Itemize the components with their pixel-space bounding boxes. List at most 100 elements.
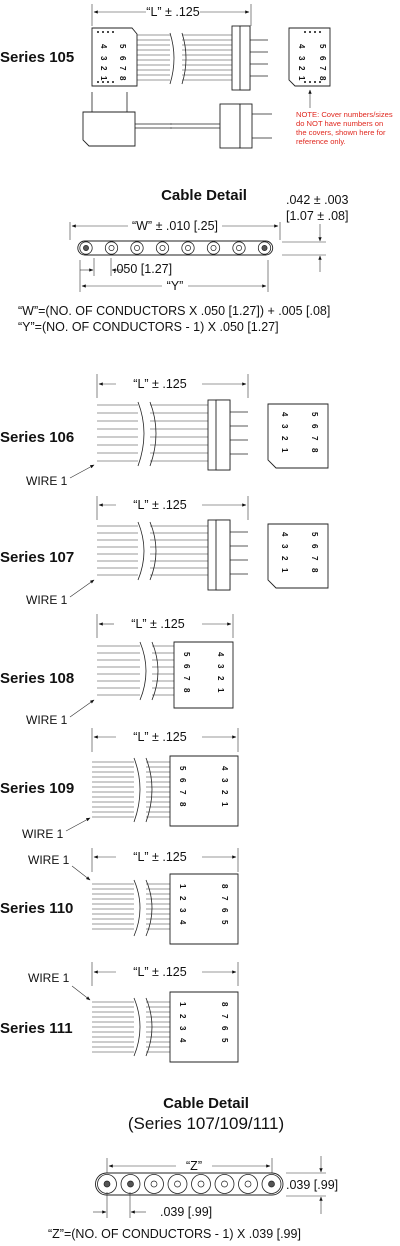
- conductor-core: [268, 1180, 275, 1188]
- svg-text:4: 4: [220, 766, 229, 771]
- series-105-label: Series 105: [0, 49, 74, 66]
- svg-text:5: 5: [178, 766, 187, 771]
- dim-l-106: “L” ± .125: [133, 377, 186, 391]
- cable-detail-2-subtitle: (Series 107/109/111): [128, 1114, 284, 1133]
- cover-107: [267, 523, 329, 589]
- conductor-core: [261, 245, 268, 251]
- wire-1-label-109: WIRE 1: [22, 827, 64, 841]
- cover-110: [169, 873, 239, 945]
- side-view-105-right: [170, 103, 272, 149]
- svg-text:2: 2: [280, 556, 289, 561]
- svg-text:5: 5: [118, 44, 127, 49]
- svg-text:2: 2: [297, 66, 306, 71]
- conductor-core: [134, 245, 140, 251]
- svg-text:3: 3: [297, 56, 306, 61]
- connector-106: [207, 399, 248, 471]
- dim-thickness-1-metric: [1.07 ± .08]: [286, 209, 348, 223]
- cover-105-right-dots: [304, 31, 321, 83]
- cable-detail-2: Cable Detail (Series 107/109/111) “Z” .0…: [48, 1095, 338, 1241]
- dim-thickness-1: .042 ± .003: [286, 193, 349, 207]
- cover-106: [267, 403, 329, 469]
- ribbon-cable-107: [97, 521, 208, 581]
- wire-1-arrow: [69, 699, 95, 718]
- svg-text:8: 8: [118, 76, 127, 81]
- connector-107: [207, 519, 248, 591]
- dim-y: “Y”: [167, 279, 184, 293]
- svg-text:7: 7: [310, 436, 319, 441]
- conductor-core: [221, 1180, 228, 1188]
- dim-w: “W” ± .010 [.25]: [132, 219, 218, 233]
- svg-text:6: 6: [220, 1026, 229, 1031]
- dim-pitch-1: .050 [1.27]: [113, 262, 172, 276]
- ribbon-cable-106: [97, 401, 208, 467]
- svg-text:1: 1: [99, 76, 108, 81]
- wire-1-arrow: [71, 985, 91, 1001]
- dim-l-108: “L” ± .125: [131, 617, 184, 631]
- svg-text:8: 8: [178, 802, 187, 807]
- wire-1-label-111: WIRE 1: [28, 971, 70, 985]
- conductor-core: [197, 1180, 205, 1188]
- series-111-section: Series 111 WIRE 1 “L” ± .125 1 2 3: [0, 962, 239, 1063]
- conductor-core: [83, 245, 89, 251]
- ribbon-cable-110: [92, 879, 170, 937]
- svg-text:7: 7: [118, 66, 127, 71]
- dim-l-110: “L” ± .125: [133, 850, 186, 864]
- cover-106-numbers: 4 3 2 1 5 6 7 8: [280, 412, 319, 453]
- svg-text:reference only.: reference only.: [296, 137, 346, 146]
- series-107-section: Series 107 “L” ± .125 4 3 2 1: [0, 496, 329, 607]
- svg-text:7: 7: [178, 790, 187, 795]
- conductor-core: [127, 1180, 134, 1188]
- svg-text:6: 6: [220, 908, 229, 913]
- svg-text:6: 6: [118, 56, 127, 61]
- side-view-105-left: [82, 92, 172, 147]
- series-107-label: Series 107: [0, 549, 74, 566]
- svg-text:5: 5: [220, 1038, 229, 1043]
- wire-1-arrow: [69, 464, 95, 479]
- svg-text:2: 2: [99, 66, 108, 71]
- series-109-section: Series 109 “L” ± .125 5 6 7 8 4: [0, 728, 239, 841]
- svg-text:6: 6: [318, 56, 327, 61]
- cover-110-numbers: 1 2 3 4 8 7 6 5: [178, 884, 229, 925]
- ribbon-cable-108: [97, 641, 174, 701]
- dim-thickness-2: .039 [.99]: [286, 1178, 338, 1192]
- svg-text:3: 3: [178, 1026, 187, 1031]
- series-106-label: Series 106: [0, 429, 74, 446]
- dim-l-107: “L” ± .125: [133, 498, 186, 512]
- dim-l-109: “L” ± .125: [133, 730, 186, 744]
- cable-cross-section-2: [95, 1172, 284, 1196]
- cover-105-right: [288, 27, 331, 87]
- svg-text:4: 4: [280, 532, 289, 537]
- svg-text:3: 3: [99, 56, 108, 61]
- formula-w: “W”=(NO. OF CONDUCTORS X .050 [1.27]) + …: [18, 304, 330, 318]
- svg-text:7: 7: [182, 676, 191, 681]
- conductor-core: [150, 1180, 158, 1188]
- svg-text:2: 2: [216, 676, 225, 681]
- conductor-core: [185, 245, 191, 251]
- wire-1-arrow: [71, 865, 91, 881]
- cover-105-left-dots: [97, 31, 114, 83]
- svg-text:7: 7: [220, 896, 229, 901]
- svg-text:3: 3: [280, 544, 289, 549]
- series-106-section: Series 106 “L” ± .125 4 3 2 1: [0, 374, 329, 488]
- wire-1-arrow: [65, 817, 91, 832]
- svg-text:1: 1: [280, 568, 289, 573]
- connector-105: [231, 25, 268, 91]
- svg-text:8: 8: [220, 884, 229, 889]
- svg-text:1: 1: [178, 1002, 187, 1007]
- cover-105-right-numbers: 4 3 2 1 5 6 7 8: [297, 44, 327, 81]
- svg-text:2: 2: [178, 896, 187, 901]
- formula-y: “Y”=(NO. OF CONDUCTORS - 1) X .050 [1.27…: [18, 320, 279, 334]
- wire-1-label-110: WIRE 1: [28, 853, 70, 867]
- cover-111: [169, 991, 239, 1063]
- svg-text:3: 3: [178, 908, 187, 913]
- svg-text:the covers, shown here for: the covers, shown here for: [296, 128, 386, 137]
- svg-text:1: 1: [220, 802, 229, 807]
- cover-109-numbers: 5 6 7 8 4 3 2 1: [178, 766, 229, 807]
- cover-111-numbers: 1 2 3 4 8 7 6 5: [178, 1002, 229, 1043]
- svg-text:2: 2: [280, 436, 289, 441]
- svg-text:2: 2: [220, 790, 229, 795]
- svg-text:8: 8: [220, 1002, 229, 1007]
- svg-text:4: 4: [297, 44, 306, 49]
- svg-text:6: 6: [182, 664, 191, 669]
- svg-text:8: 8: [310, 448, 319, 453]
